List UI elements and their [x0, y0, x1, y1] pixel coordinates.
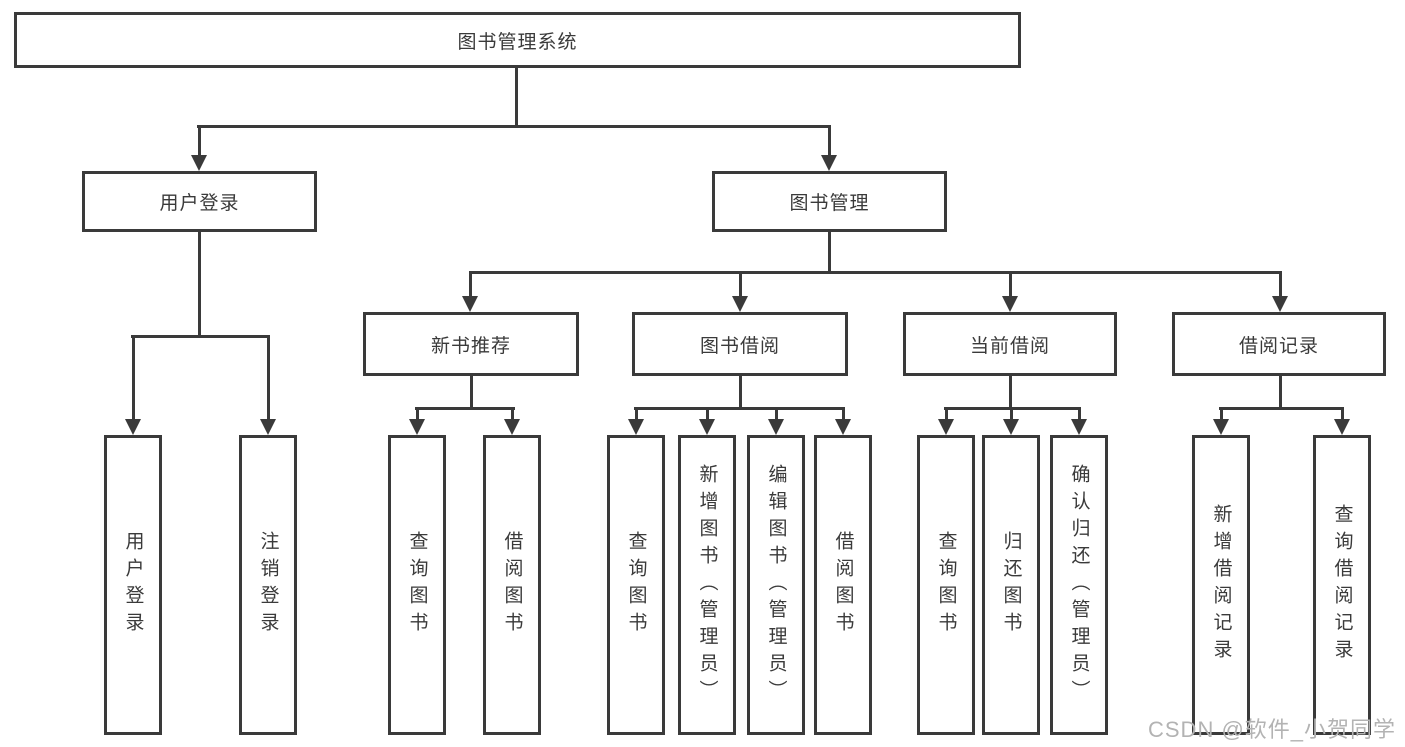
- arrow-down-icon: [628, 419, 644, 435]
- leaf-query-borrow-record-label: 查询借阅记录: [1331, 504, 1353, 666]
- connector-line: [1219, 407, 1344, 410]
- arrow-down-icon: [462, 296, 478, 312]
- leaf-logout: 注销登录: [239, 435, 297, 735]
- leaf-add-borrow-record-label: 新增借阅记录: [1210, 504, 1232, 666]
- leaf-recommend-query-books-label: 查询图书: [406, 531, 428, 639]
- connector-line: [1009, 271, 1012, 298]
- arrow-down-icon: [191, 155, 207, 171]
- leaf-add-borrow-record: 新增借阅记录: [1192, 435, 1250, 735]
- connector-line: [634, 407, 845, 410]
- leaf-borrow-query-books-label: 查询图书: [625, 531, 647, 639]
- node-book-management-label: 图书管理: [789, 193, 870, 214]
- connector-line: [198, 125, 201, 157]
- node-book-borrow-label: 图书借阅: [699, 335, 780, 357]
- arrow-down-icon: [1071, 419, 1087, 435]
- leaf-edit-books-admin: 编辑图书（管理员）: [747, 435, 805, 735]
- node-current-borrow-label: 当前借阅: [969, 335, 1050, 357]
- connector-line: [1220, 407, 1223, 421]
- leaf-recommend-query-books: 查询图书: [388, 435, 446, 735]
- node-borrow-records: 借阅记录: [1172, 312, 1386, 376]
- arrow-down-icon: [504, 419, 520, 435]
- leaf-edit-books-admin-label: 编辑图书（管理员）: [765, 463, 787, 707]
- arrow-down-icon: [821, 155, 837, 171]
- connector-line: [1341, 407, 1344, 421]
- arrow-down-icon: [1002, 296, 1018, 312]
- csdn-watermark: CSDN @软件_小贺同学: [1148, 717, 1397, 742]
- node-new-book-recommend-label: 新书推荐: [430, 335, 511, 357]
- arrow-down-icon: [835, 419, 851, 435]
- connector-line: [197, 125, 831, 128]
- connector-line: [1009, 376, 1012, 410]
- connector-line: [416, 407, 419, 421]
- connector-line: [739, 376, 742, 410]
- leaf-return-books-label: 归还图书: [1000, 531, 1022, 639]
- connector-line: [469, 271, 1282, 274]
- node-borrow-records-label: 借阅记录: [1238, 335, 1319, 357]
- connector-line: [415, 407, 515, 410]
- node-book-management: 图书管理: [712, 171, 947, 232]
- connector-line: [828, 125, 831, 157]
- node-user-login: 用户登录: [82, 171, 317, 232]
- node-root: 图书管理系统: [14, 12, 1021, 68]
- leaf-return-books: 归还图书: [982, 435, 1040, 735]
- arrow-down-icon: [732, 296, 748, 312]
- arrow-down-icon: [260, 419, 276, 435]
- arrow-down-icon: [768, 419, 784, 435]
- arrow-down-icon: [1334, 419, 1350, 435]
- connector-line: [706, 407, 709, 421]
- leaf-recommend-borrow-books: 借阅图书: [483, 435, 541, 735]
- leaf-user-login: 用户登录: [104, 435, 162, 735]
- leaf-add-books-admin: 新增图书（管理员）: [678, 435, 736, 735]
- arrow-down-icon: [1003, 419, 1019, 435]
- arrow-down-icon: [409, 419, 425, 435]
- leaf-confirm-return-admin-label: 确认归还（管理员）: [1068, 463, 1090, 707]
- leaf-recommend-borrow-books-label: 借阅图书: [501, 531, 523, 639]
- leaf-current-query-books-label: 查询图书: [935, 531, 957, 639]
- connector-line: [828, 232, 831, 274]
- connector-line: [1279, 376, 1282, 410]
- leaf-confirm-return-admin: 确认归还（管理员）: [1050, 435, 1108, 735]
- connector-line: [511, 407, 514, 421]
- node-root-label: 图书管理系统: [457, 31, 578, 53]
- connector-line: [842, 407, 845, 421]
- leaf-borrow-query-books: 查询图书: [607, 435, 665, 735]
- leaf-query-borrow-record: 查询借阅记录: [1313, 435, 1371, 735]
- leaf-add-books-admin-label: 新增图书（管理员）: [696, 463, 718, 707]
- connector-line: [635, 407, 638, 421]
- node-user-login-label: 用户登录: [159, 193, 240, 214]
- node-current-borrow: 当前借阅: [903, 312, 1117, 376]
- node-new-book-recommend: 新书推荐: [363, 312, 579, 376]
- node-book-borrow: 图书借阅: [632, 312, 848, 376]
- leaf-borrow-books-label: 借阅图书: [832, 531, 854, 639]
- arrow-down-icon: [1272, 296, 1288, 312]
- leaf-user-login-label: 用户登录: [122, 531, 144, 639]
- leaf-current-query-books: 查询图书: [917, 435, 975, 735]
- connector-line: [470, 376, 473, 410]
- connector-line: [1010, 407, 1013, 421]
- arrow-down-icon: [125, 419, 141, 435]
- connector-line: [131, 335, 270, 338]
- connector-line: [198, 232, 201, 338]
- connector-line: [515, 68, 518, 127]
- leaf-logout-label: 注销登录: [257, 531, 279, 639]
- connector-line: [1279, 271, 1282, 298]
- connector-line: [267, 335, 270, 421]
- connector-line: [775, 407, 778, 421]
- connector-line: [132, 335, 135, 421]
- connector-line: [469, 271, 472, 298]
- arrow-down-icon: [938, 419, 954, 435]
- leaf-borrow-books: 借阅图书: [814, 435, 872, 735]
- connector-line: [1078, 407, 1081, 421]
- connector-line: [945, 407, 948, 421]
- arrow-down-icon: [1213, 419, 1229, 435]
- arrow-down-icon: [699, 419, 715, 435]
- connector-line: [739, 271, 742, 298]
